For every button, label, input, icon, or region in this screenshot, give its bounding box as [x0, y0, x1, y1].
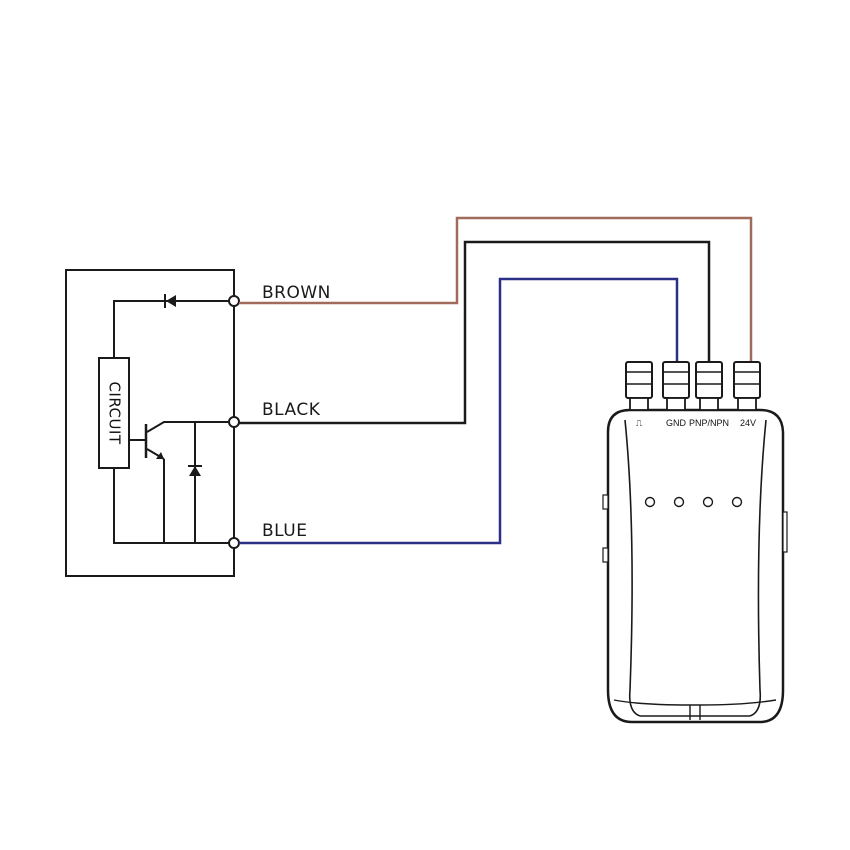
sensor-internal-circuit: CIRCUIT	[98, 294, 235, 544]
zener-diode-icon	[188, 465, 202, 476]
circuit-block	[98, 357, 130, 469]
port-label-pnp-npn: PNP/NPN	[689, 418, 729, 428]
wire-label-brown: BROWN	[262, 283, 331, 303]
wire-black	[239, 240, 711, 425]
led-4	[731, 496, 743, 508]
circuit-label: CIRCUIT	[106, 381, 124, 444]
transistor-icon	[144, 421, 234, 460]
terminal-blue	[228, 537, 240, 549]
wire-blue	[239, 277, 679, 545]
led-1	[644, 496, 656, 508]
port-label-24v: 24V	[740, 418, 756, 428]
connector-pnp-npn	[695, 361, 723, 411]
connector-pulse	[625, 361, 653, 411]
port-label-gnd: GND	[666, 418, 687, 428]
terminal-black	[228, 416, 240, 428]
connector-gnd	[662, 361, 690, 411]
device-body	[606, 408, 785, 724]
wire-label-blue: BLUE	[262, 521, 307, 541]
led-3	[702, 496, 714, 508]
wire-brown	[239, 216, 753, 362]
diode-top-icon	[166, 295, 176, 307]
terminal-brown	[228, 295, 240, 307]
pulse-icon: ⎍	[636, 418, 643, 428]
receiver-device: ⎍ GND PNP/NPN 24V	[602, 361, 788, 724]
wire-label-black: BLACK	[262, 400, 321, 420]
led-2	[673, 496, 685, 508]
connector-24v	[733, 361, 761, 411]
